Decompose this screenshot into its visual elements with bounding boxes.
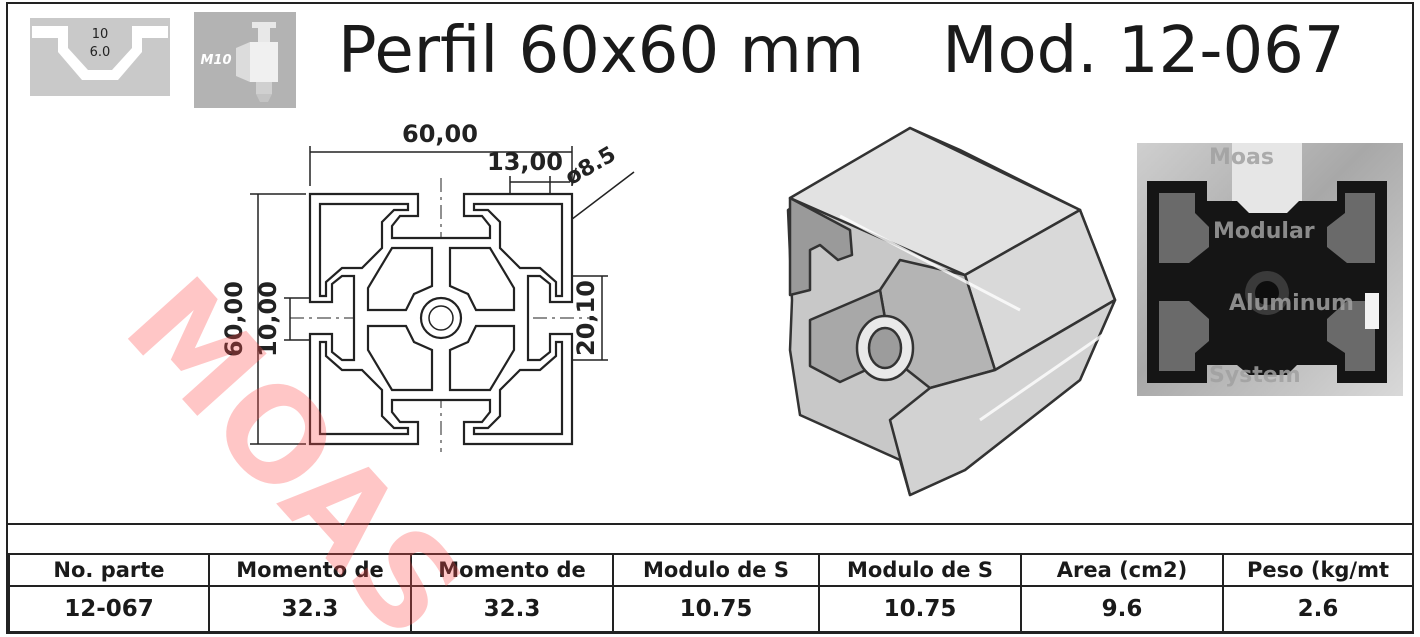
model-title: Mod. 12-067 [942, 14, 1345, 88]
cell-weight: 2.6 [1222, 585, 1414, 633]
table-row: 12-067 32.3 32.3 10.75 10.75 9.6 2.6 [8, 585, 1414, 633]
cell-modulus-x: 10.75 [612, 585, 820, 633]
right-dimension: 20,10 [572, 280, 600, 356]
slot-top-value: 10 [92, 27, 109, 42]
cell-moment-y: 32.3 [410, 585, 614, 633]
header-part-no: No. parte [8, 553, 210, 587]
header-area: Area (cm2) [1020, 553, 1224, 587]
slot-bottom-value: 6.0 [90, 45, 111, 60]
header-moment-x: Momento de [208, 553, 412, 587]
divider [8, 523, 1412, 525]
bolt-label: M10 [200, 53, 231, 68]
slot-height-dimension: 10,00 [254, 281, 282, 357]
technical-drawing: 60,00 13,00 ø8.5 60,00 10,00 20,10 [210, 118, 640, 458]
cell-part-no: 12-067 [8, 585, 210, 633]
photo-text-3: Aluminum [1229, 291, 1354, 316]
slot-profile-icon: 10 6.0 [30, 18, 170, 96]
header-modulus-y: Modulo de S [818, 553, 1022, 587]
header-weight: Peso (kg/mt [1222, 553, 1414, 587]
specs-table: No. parte Momento de Momento de Modulo d… [8, 553, 1414, 633]
profile-3d-render [780, 120, 1130, 505]
page-title: Perfil 60x60 mm Mod. 12-067 [338, 14, 1345, 104]
height-dimension: 60,00 [220, 281, 248, 357]
profile-title: Perfil 60x60 mm [338, 14, 865, 88]
cell-area: 9.6 [1020, 585, 1224, 633]
profile-photo: Moas Modular Aluminum System [1137, 143, 1403, 396]
bore-dimension: ø8.5 [561, 142, 620, 191]
photo-text-2: Modular [1213, 219, 1315, 244]
table-header-row: No. parte Momento de Momento de Modulo d… [8, 553, 1414, 587]
cell-modulus-y: 10.75 [818, 585, 1022, 633]
photo-text-1: Moas [1209, 145, 1274, 170]
cell-moment-x: 32.3 [208, 585, 412, 633]
header-moment-y: Momento de [410, 553, 614, 587]
width-dimension: 60,00 [402, 120, 478, 148]
slot-width-dimension: 13,00 [487, 148, 563, 176]
bolt-icon: M10 [194, 12, 296, 108]
photo-text-4: System [1209, 363, 1301, 388]
header-modulus-x: Modulo de S [612, 553, 820, 587]
